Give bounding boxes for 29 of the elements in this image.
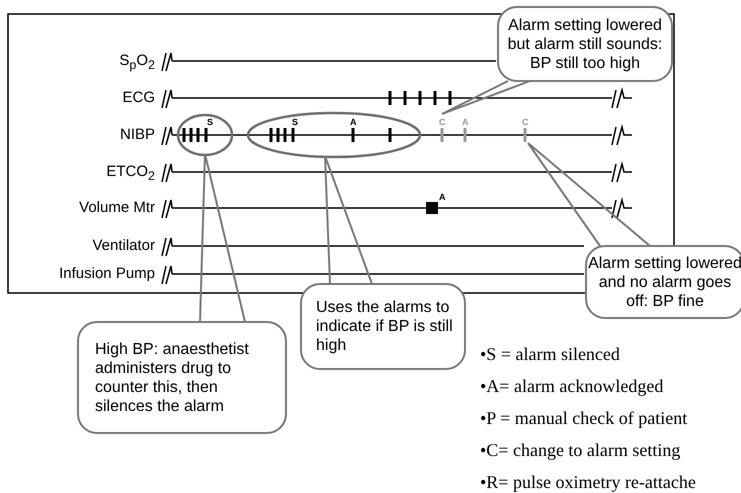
legend-note: •P = manual check of patient	[480, 407, 688, 429]
highlight-ellipse	[176, 113, 234, 157]
channel-label: Ventilator	[91, 237, 155, 255]
channel-label: S$_{p}$O$_{2}$	[118, 52, 155, 74]
event-letter: A	[439, 192, 446, 202]
event-letter: A	[462, 117, 468, 127]
callout-bubble: Uses the alarms to indicate if BP is still high	[300, 283, 466, 370]
callout-pointer	[324, 155, 373, 285]
callout-bubble: Alarm setting lowered but alarm still sounds: BP still too high	[497, 6, 673, 82]
event-letter: C	[522, 117, 528, 127]
legend-note: •R= pulse oximetry re-attache	[480, 471, 696, 493]
callout-pointer	[527, 142, 651, 247]
highlight-ellipse	[246, 111, 422, 159]
channel-label: Volume Mtr	[78, 199, 155, 217]
legend-note: •A= alarm acknowledged	[480, 375, 664, 397]
legend-note: •S = alarm silenced	[480, 343, 620, 365]
event-letter: S	[292, 117, 298, 127]
channel-label: ECG	[121, 89, 155, 107]
event-letter: A	[350, 117, 356, 127]
callout-pointer	[199, 153, 246, 323]
event-letter: S	[207, 117, 214, 127]
event-letter: C	[439, 117, 446, 127]
callout-bubble: High BP: anaesthetist administers drug to counter this, then silences the alarm	[77, 321, 287, 434]
channel-label: NIBP	[118, 126, 155, 144]
channel-label: ETCO$_{2}$	[105, 163, 155, 185]
channel-label: Infusion Pump	[58, 265, 155, 283]
callout-pointer	[441, 80, 531, 115]
callout-bubble: Alarm setting lowered and no alarm goes off: BP fine	[585, 245, 741, 319]
legend-note: •C= change to alarm setting	[480, 439, 680, 461]
